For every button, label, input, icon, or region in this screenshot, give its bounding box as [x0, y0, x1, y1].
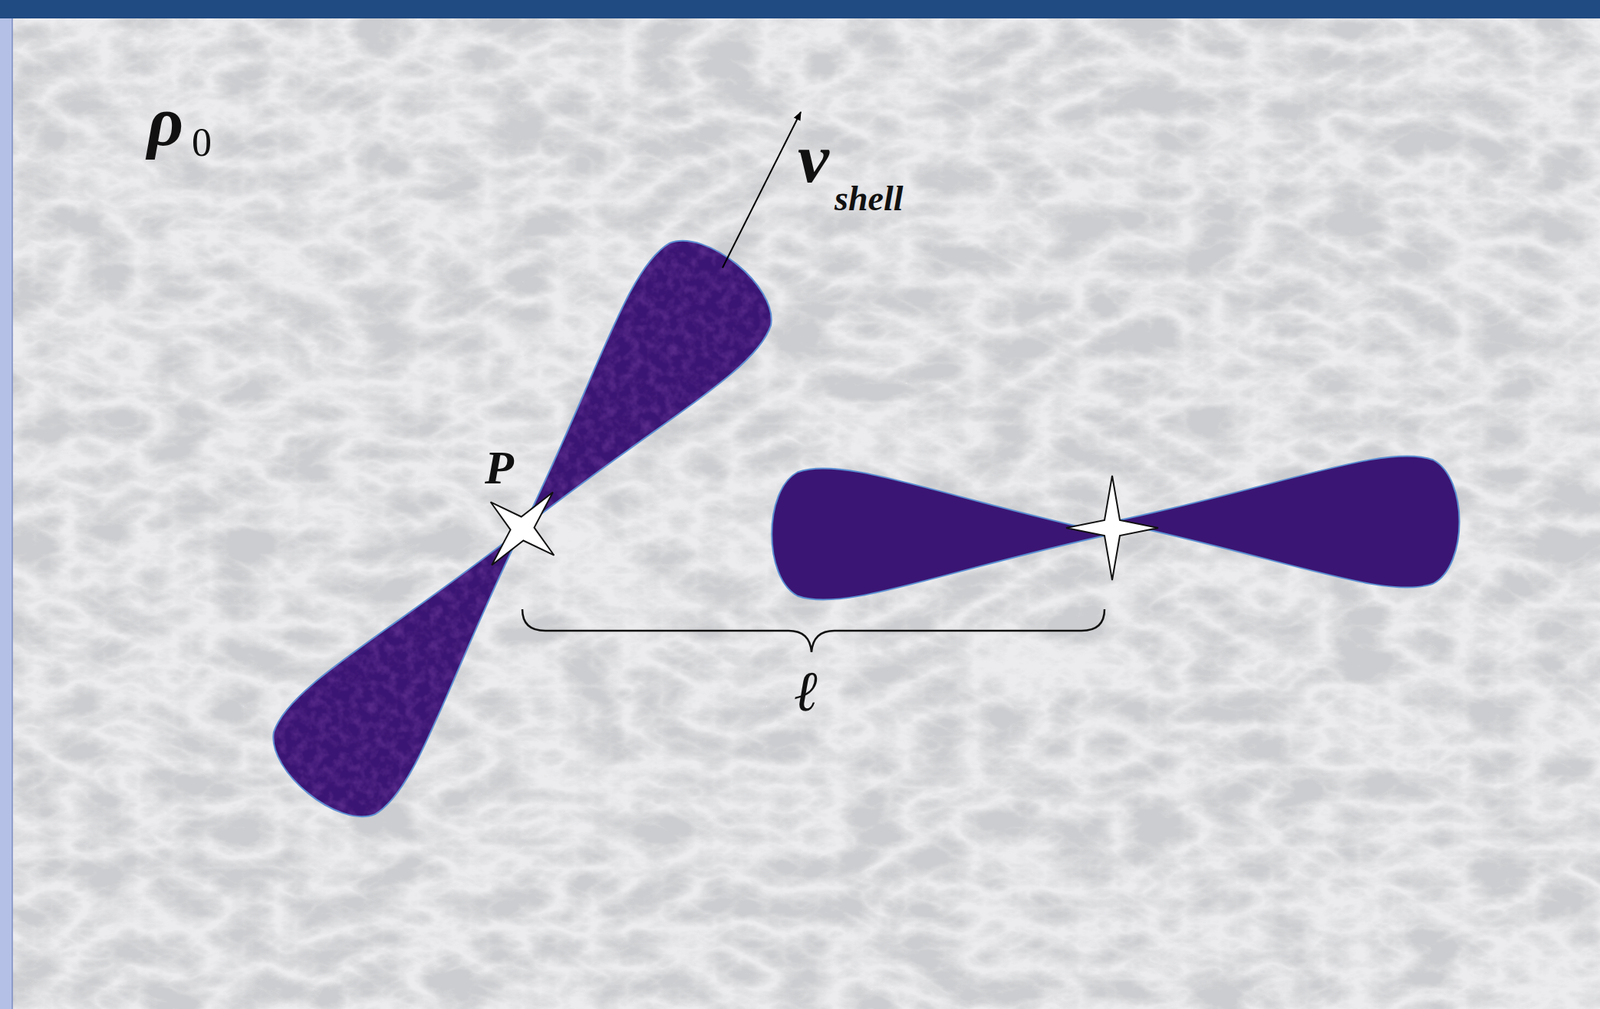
left-border-line	[11, 18, 14, 1009]
distance-brace	[522, 609, 1105, 652]
lobe	[771, 467, 1113, 600]
distance-label: ℓ	[794, 662, 820, 720]
source-label: P	[484, 443, 514, 491]
velocity-arrow	[722, 111, 801, 268]
velocity-subscript: shell	[834, 181, 903, 217]
horizontal-lobes	[771, 455, 1459, 600]
left-border	[0, 18, 13, 1009]
velocity-symbol: v	[797, 122, 830, 194]
star-symbol	[460, 465, 585, 592]
density-symbol: ρ	[147, 85, 184, 157]
top-bar	[0, 0, 1600, 19]
density-subscript: 0	[191, 122, 212, 163]
lobe-texture	[239, 207, 805, 850]
lobe	[1112, 455, 1460, 587]
star-symbol	[1066, 475, 1159, 580]
